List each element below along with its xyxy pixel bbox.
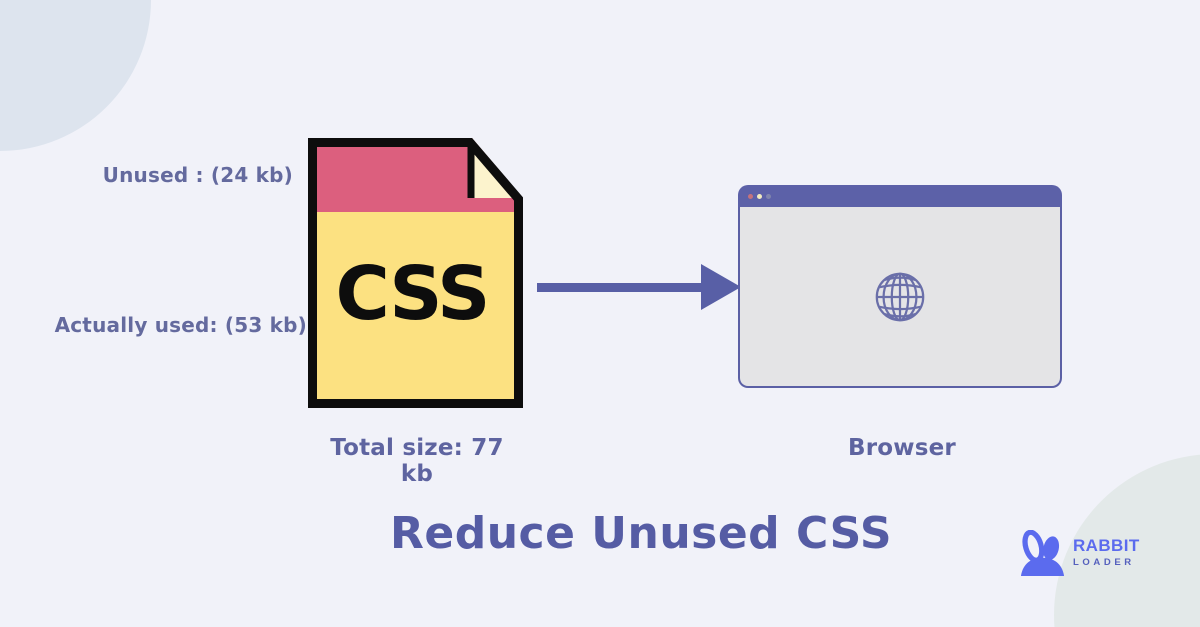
browser-window xyxy=(738,185,1062,390)
globe-icon xyxy=(875,272,925,321)
logo-brand-name: RABBIT xyxy=(1073,536,1140,555)
file-total-size-caption: Total size: 77 kb xyxy=(330,435,504,487)
window-dot-gray-icon xyxy=(766,193,771,199)
rabbitloader-logo: RABBIT LOADER xyxy=(1019,530,1140,576)
page-title: Reduce Unused CSS xyxy=(389,508,893,559)
unused-size-label: Unused : (24 kb) xyxy=(102,163,293,187)
arrow-head xyxy=(701,264,741,310)
browser-caption: Browser xyxy=(848,435,956,461)
rabbit-ears-icon xyxy=(1020,530,1065,576)
logo-wordmark: RABBIT LOADER xyxy=(1073,537,1140,569)
arrow-shaft xyxy=(537,283,705,292)
css-file-label: CSS xyxy=(336,251,489,337)
browser-title-bar xyxy=(738,185,1062,207)
file-outline xyxy=(308,138,523,408)
logo-brand-sub: LOADER xyxy=(1073,557,1135,568)
window-dot-yellow-icon xyxy=(757,193,762,199)
window-dot-red-icon xyxy=(748,193,753,199)
browser-content-area xyxy=(738,207,1062,388)
used-size-label: Actually used: (53 kb) xyxy=(54,313,307,337)
arrow-right-icon xyxy=(537,264,741,310)
decor-circle-top-left xyxy=(0,0,151,151)
css-file-icon: CSS xyxy=(308,138,523,408)
